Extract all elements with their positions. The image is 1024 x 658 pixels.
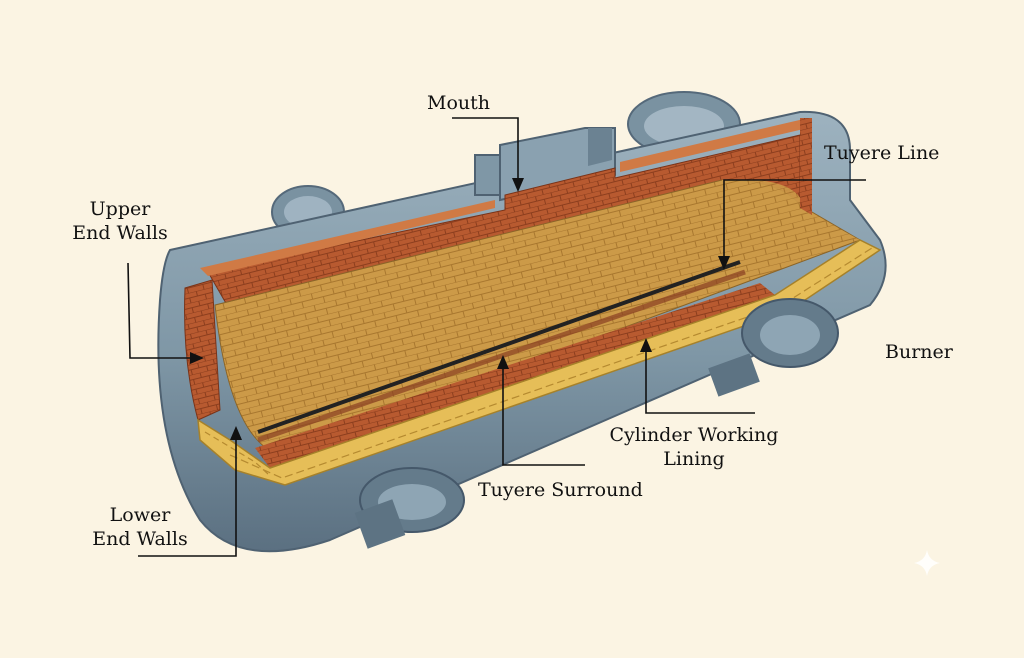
label-burner: Burner bbox=[885, 341, 953, 363]
leader-lines bbox=[127, 117, 866, 557]
label-upper-end-walls: Upper End Walls bbox=[60, 197, 180, 245]
label-cylinder-line1: Cylinder Working bbox=[609, 424, 779, 446]
front-trunnion-right bbox=[708, 298, 839, 397]
upper-brick-edge bbox=[200, 118, 808, 276]
mouth-leader bbox=[452, 117, 519, 185]
label-mouth: Mouth bbox=[427, 92, 491, 114]
label-upper-end-walls-line2: End Walls bbox=[72, 222, 168, 244]
left-end-wall bbox=[184, 279, 221, 421]
tuyere-line-leader bbox=[723, 179, 866, 263]
mouth-block bbox=[474, 127, 616, 202]
front-trunnion-left bbox=[354, 467, 465, 549]
label-tuyere-surround: Tuyere Surround bbox=[478, 479, 643, 501]
leader-arrowheads bbox=[190, 178, 730, 440]
tuyere-surround-leader bbox=[502, 362, 585, 466]
label-lower-end-walls-line2: End Walls bbox=[92, 528, 188, 550]
tuyere-line-mark bbox=[257, 260, 741, 434]
lower-end-walls-leader bbox=[138, 432, 237, 557]
lower-yellow-rim bbox=[197, 239, 882, 486]
upper-end-walls-leader bbox=[127, 262, 196, 359]
label-lower-end-walls-line1: Lower bbox=[109, 504, 171, 526]
label-upper-end-walls-line1: Upper bbox=[89, 198, 151, 220]
cylinder-lining-leader bbox=[645, 345, 755, 414]
label-tuyere-line: Tuyere Line bbox=[824, 142, 940, 164]
label-cylinder-working-lining: Cylinder Working Lining bbox=[600, 423, 788, 471]
label-cylinder-line2: Lining bbox=[663, 448, 725, 470]
lower-red-band bbox=[255, 283, 775, 468]
label-lower-end-walls: Lower End Walls bbox=[80, 503, 200, 551]
right-end-wall bbox=[721, 179, 860, 268]
sparkle-icon bbox=[914, 550, 940, 576]
